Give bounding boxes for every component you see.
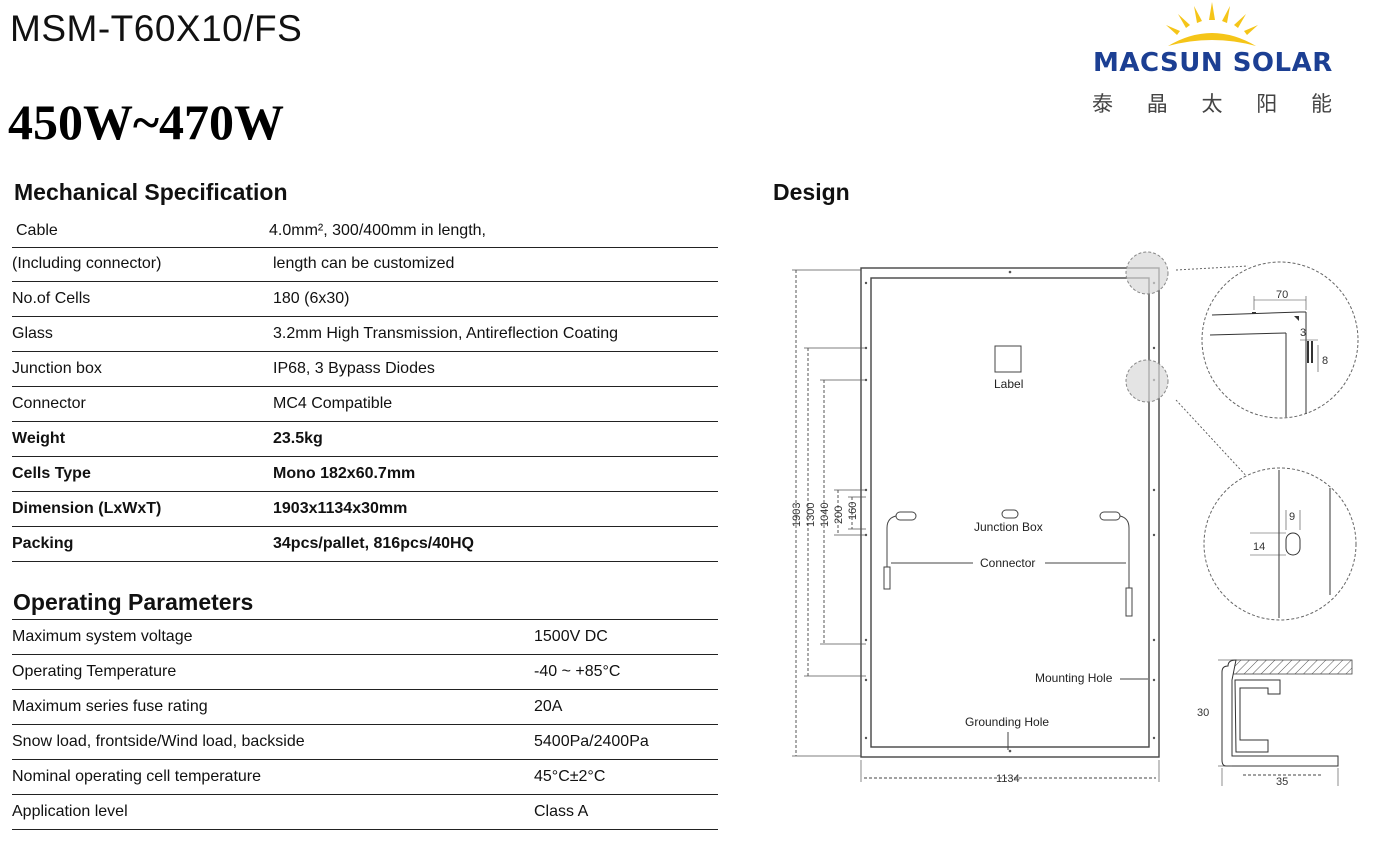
detail-marker-hole: [1125, 359, 1169, 403]
detail-hole: 9 14: [1203, 467, 1357, 621]
spec-value: IP68, 3 Bypass Diodes: [269, 351, 718, 387]
label-box: [994, 345, 1022, 373]
param-label: Application level: [12, 794, 534, 830]
brand-char: 晶: [1146, 92, 1168, 116]
param-label: Operating Temperature: [12, 654, 534, 690]
spec-label: Junction box: [12, 351, 269, 387]
brand-chinese: 泰 晶 太 阳 能: [1092, 88, 1332, 118]
spec-label: Connector: [12, 386, 269, 422]
spec-value: 180 (6x30): [269, 281, 718, 317]
connector-label: Connector: [980, 556, 1035, 570]
param-value: 45°C±2°C: [534, 759, 718, 795]
spec-label: Dimension (LxWxT): [12, 491, 269, 527]
brand-char: 太: [1201, 92, 1223, 116]
detail-corner: 70 3 8: [1201, 261, 1359, 419]
spec-label: Packing: [12, 526, 269, 562]
panel-inner-frame: [870, 277, 1150, 748]
power-range: 450W~470W: [8, 94, 285, 150]
param-value: -40 ~ +85°C: [534, 654, 718, 690]
spec-value: 23.5kg: [269, 421, 718, 457]
table-row: Operating Temperature-40 ~ +85°C: [12, 654, 718, 690]
dim-8: 8: [1322, 355, 1328, 367]
dim-35: 35: [1276, 776, 1288, 788]
param-value: 5400Pa/2400Pa: [534, 724, 718, 760]
junction-box: [1001, 509, 1019, 519]
spec-value: 4.0mm², 300/400mm in length,: [269, 215, 718, 248]
design-title: Design: [773, 179, 850, 205]
spec-value: length can be customized: [269, 247, 718, 282]
dim-1300: 1300: [805, 503, 817, 527]
param-value: Class A: [534, 794, 718, 830]
param-label: Maximum system voltage: [12, 619, 534, 655]
brand-char: 泰: [1092, 92, 1113, 116]
operating-params-title: Operating Parameters: [13, 589, 254, 615]
spec-label: Glass: [12, 316, 269, 352]
spec-value: 3.2mm High Transmission, Antireflection …: [269, 316, 718, 352]
mounting-hole-label: Mounting Hole: [1035, 671, 1113, 685]
spec-label: No.of Cells: [12, 281, 269, 317]
spec-value: 1903x1134x30mm: [269, 491, 718, 527]
spec-label: (Including connector): [12, 247, 269, 282]
dim-160: 160: [847, 502, 859, 520]
spec-label: Cable: [12, 215, 269, 248]
table-row: Dimension (LxWxT)1903x1134x30mm: [12, 491, 718, 527]
dim-30: 30: [1197, 707, 1209, 719]
brand-name: MACSUN SOLAR: [1093, 48, 1333, 78]
param-label: Nominal operating cell temperature: [12, 759, 534, 795]
spec-value: Mono 182x60.7mm: [269, 456, 718, 492]
spec-label: Weight: [12, 421, 269, 457]
junction-box-label: Junction Box: [974, 520, 1043, 534]
param-label: Maximum series fuse rating: [12, 689, 534, 725]
spec-value: MC4 Compatible: [269, 386, 718, 422]
detail-marker-corner: [1125, 251, 1169, 295]
table-row: (Including connector)length can be custo…: [12, 247, 718, 282]
label-text: Label: [994, 377, 1023, 391]
sun-logo-icon: [1166, 2, 1258, 46]
model-number: MSM-T60X10/FS: [10, 8, 303, 49]
grounding-hole-label: Grounding Hole: [965, 715, 1049, 729]
dim-200: 200: [833, 506, 845, 524]
mechanical-spec-title: Mechanical Specification: [14, 179, 288, 205]
brand-char: 阳: [1256, 92, 1278, 116]
frame-profile-section: 30 35: [1197, 659, 1353, 788]
table-row: Snow load, frontside/Wind load, backside…: [12, 724, 718, 760]
brand-char: 能: [1311, 92, 1332, 116]
spec-value: 34pcs/pallet, 816pcs/40HQ: [269, 526, 718, 562]
dim-14: 14: [1253, 541, 1265, 553]
dim-3: 3: [1300, 327, 1306, 339]
spec-label: Cells Type: [12, 456, 269, 492]
param-label: Snow load, frontside/Wind load, backside: [12, 724, 534, 760]
panel-outer-frame: [860, 267, 1160, 758]
dim-1040: 1040: [819, 503, 831, 527]
param-value: 20A: [534, 689, 718, 725]
panel-design-drawing: 1903 1300 1040 200 160 1134 Label Juncti…: [791, 251, 1359, 788]
dim-1134: 1134: [996, 773, 1020, 785]
dim-1903: 1903: [791, 503, 803, 527]
dim-9: 9: [1289, 511, 1295, 523]
param-value: 1500V DC: [534, 619, 718, 655]
dim-70: 70: [1276, 289, 1288, 301]
